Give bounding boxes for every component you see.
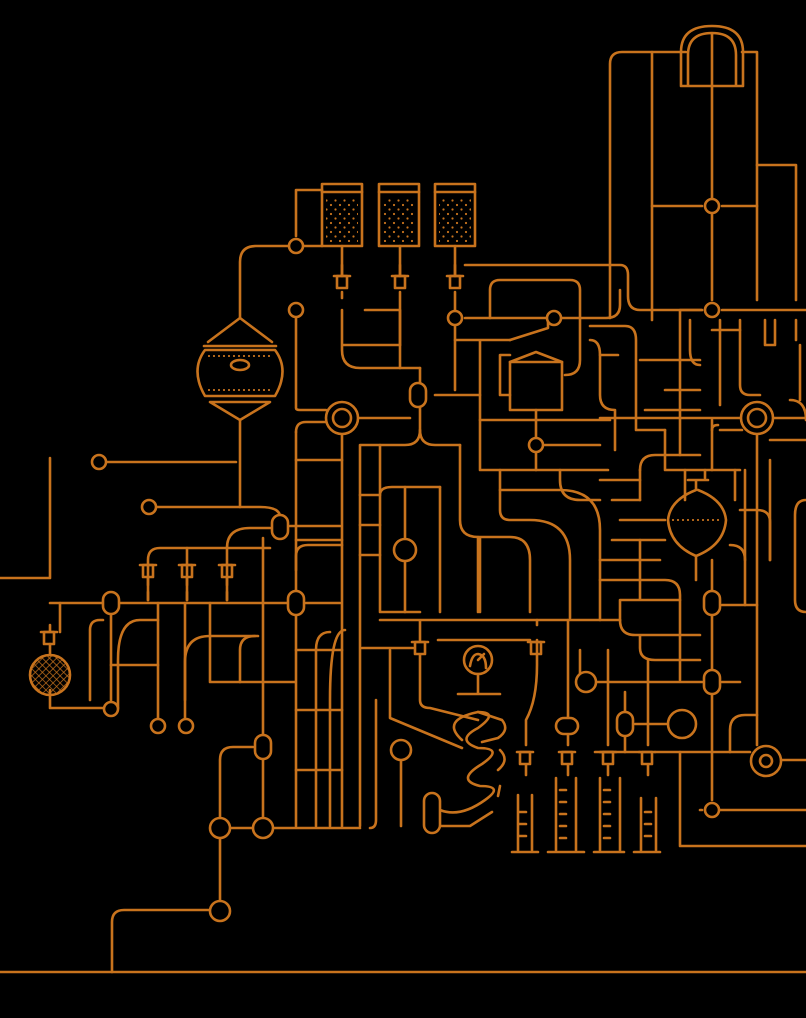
distillation-vessel [196,316,284,422]
valve-pair-center [410,640,546,656]
hopper-box [508,350,564,412]
left-stub-pipe [0,456,52,580]
junction-nodes [90,197,721,923]
ring-wheels [324,400,783,778]
pressure-gauge [456,644,502,696]
pipe-network [0,50,806,974]
mesh-filter [28,623,72,697]
dome-tank [679,24,745,88]
filter-box-3 [433,182,477,290]
valve-row-bottom [515,750,657,766]
valve-row-left [138,563,237,602]
heating-coil [438,710,507,814]
measuring-cylinders [510,776,662,854]
bottom-feed-pipe [110,908,212,974]
equipment [28,24,783,923]
pill-connectors [101,381,722,835]
separator-flask [666,478,728,582]
